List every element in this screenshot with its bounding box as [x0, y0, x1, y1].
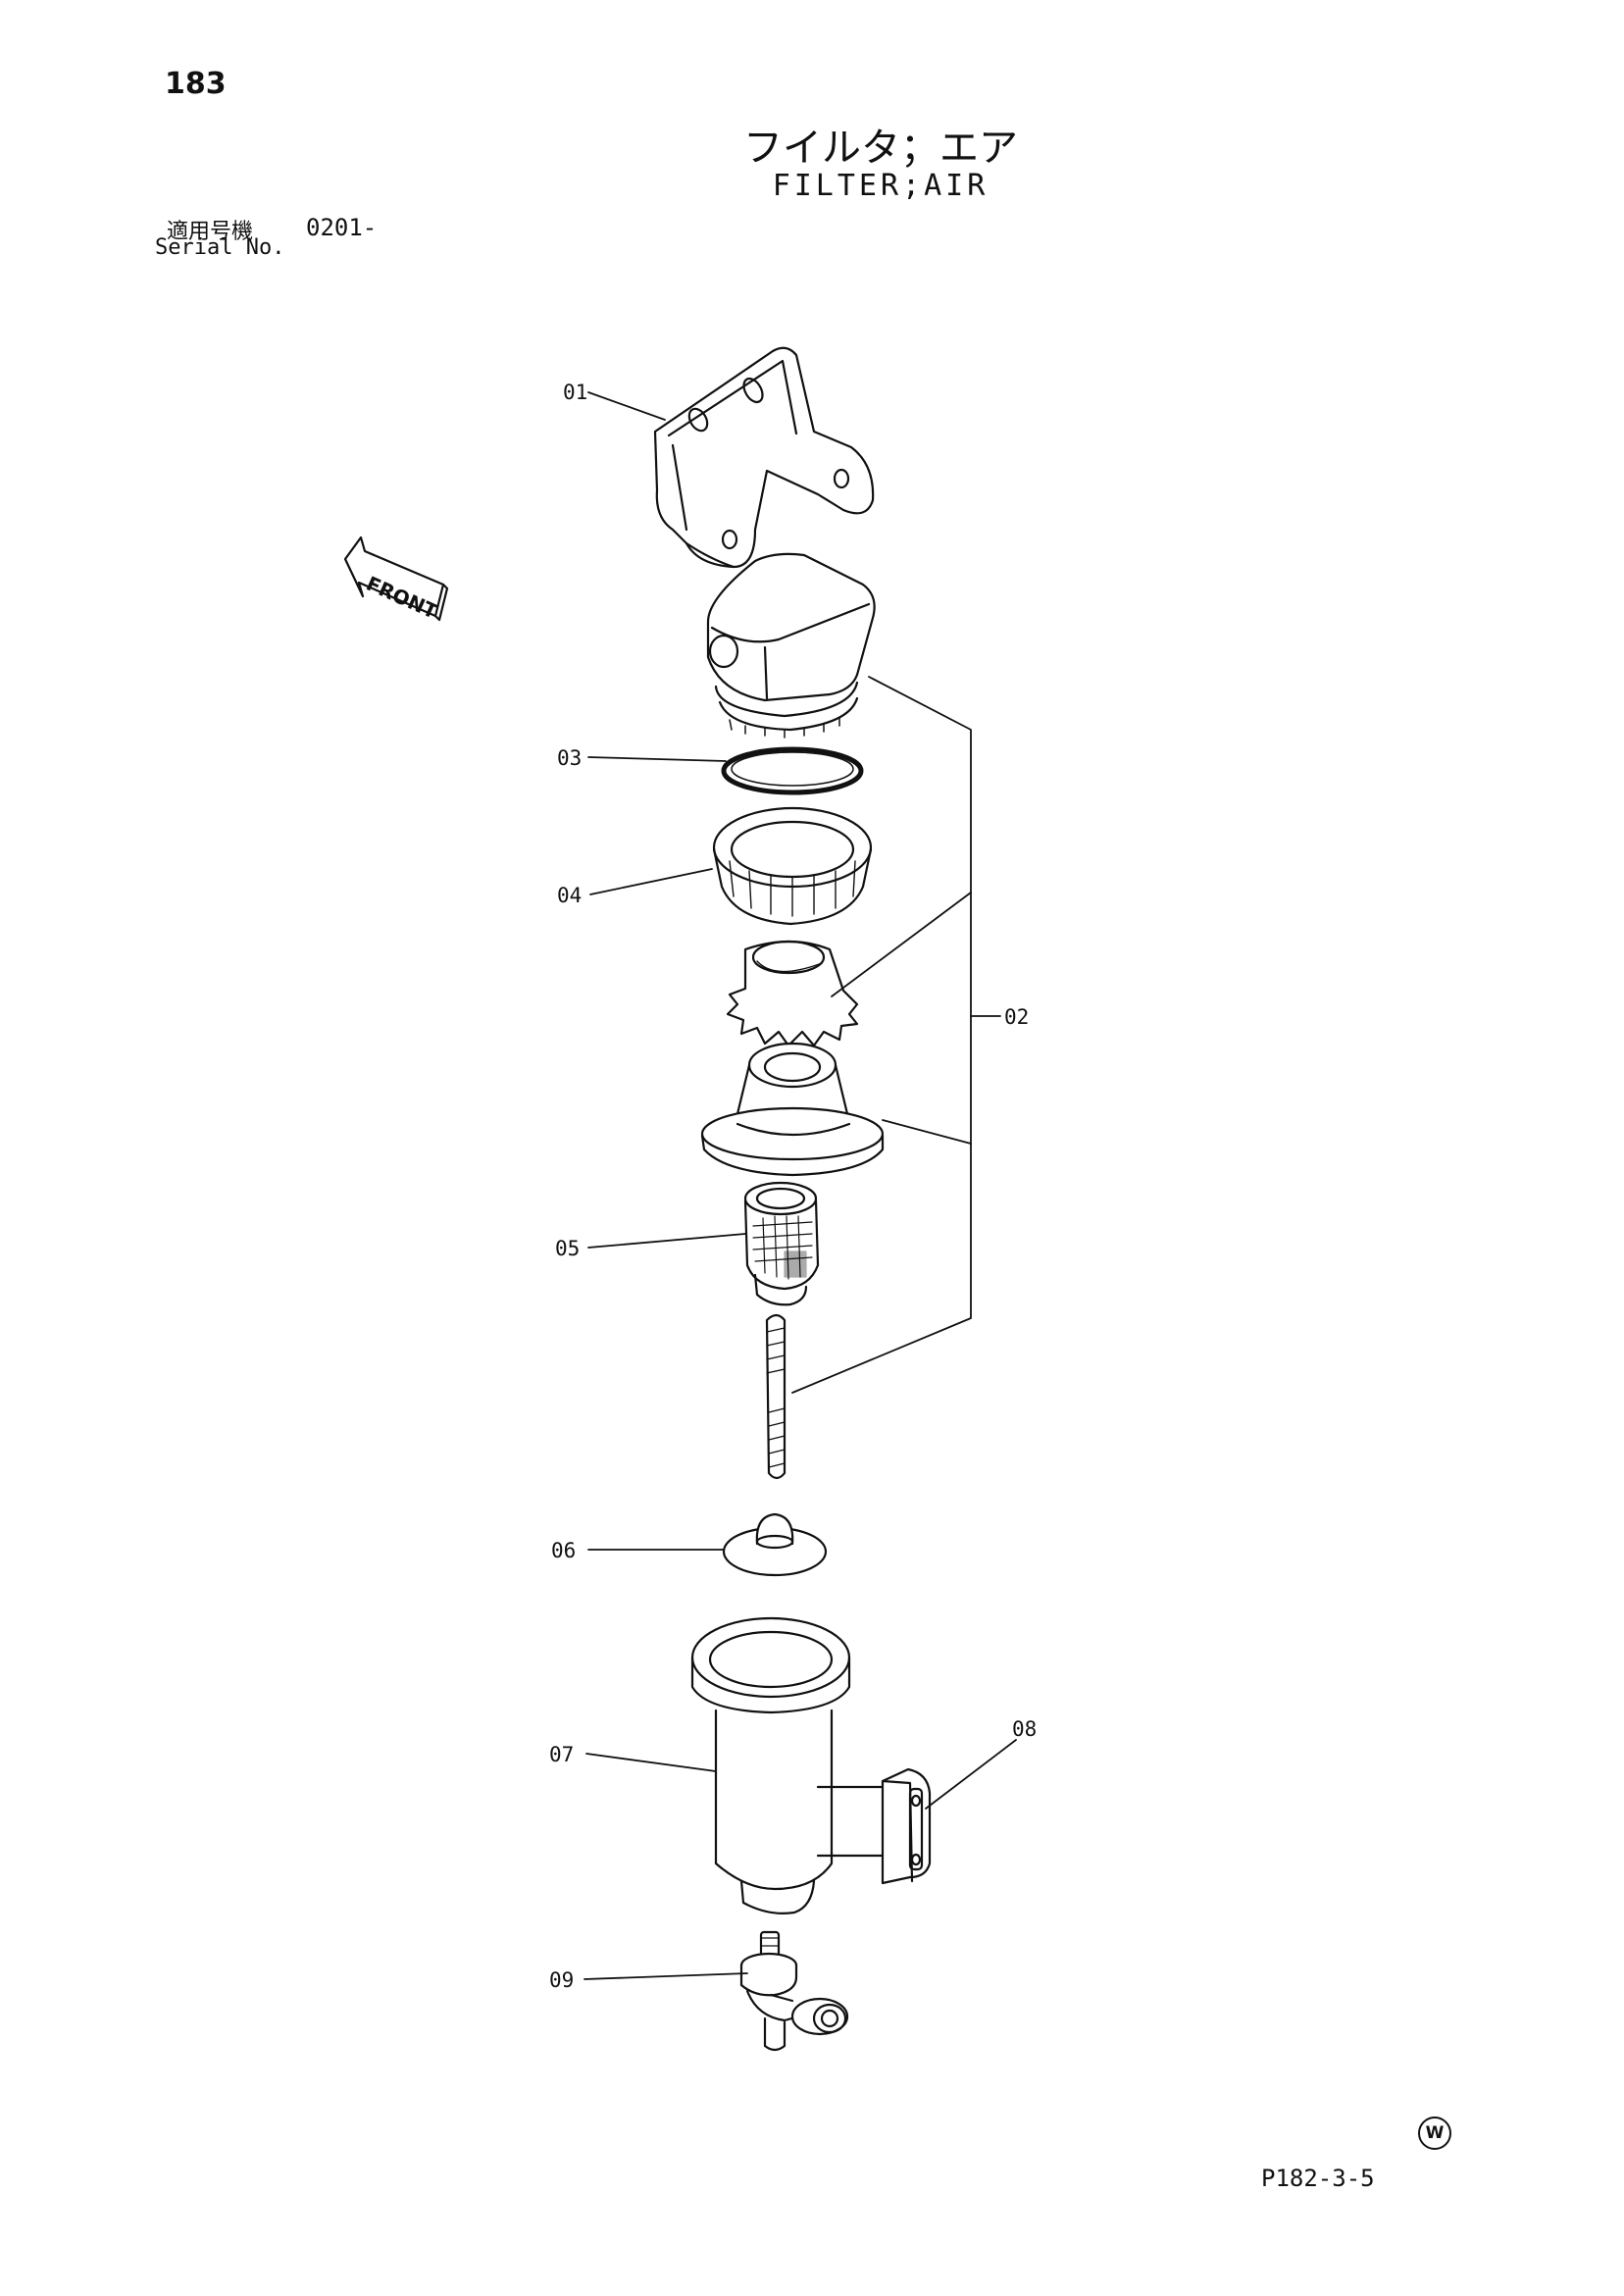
part-07-bowl [690, 1616, 888, 1914]
callout-07: 07 [549, 1743, 574, 1766]
callout-09: 09 [549, 1968, 574, 1992]
callout-06: 06 [551, 1539, 576, 1562]
manufacturer-mark: W [1418, 2117, 1451, 2150]
part-09-drain-cock [739, 1930, 849, 2052]
filter-mesh [752, 1215, 813, 1280]
part-05-filter-element [743, 1181, 820, 1306]
part-02-stud [765, 1313, 787, 1480]
callout-02: 02 [1004, 1005, 1029, 1029]
callout-04: 04 [557, 884, 582, 907]
part-08-sight-window [881, 1767, 932, 1885]
callout-05: 05 [555, 1237, 580, 1260]
part-02-baffle [700, 1042, 885, 1177]
part-03-o-ring [721, 746, 864, 795]
serial-label-jp: 適用号機 [167, 220, 254, 244]
page-number: 183 [165, 67, 227, 101]
part-02-group-line [791, 676, 1001, 1394]
front-arrow: FRONT [343, 536, 449, 624]
part-04-nut-ring [712, 806, 873, 926]
part-02-deflector [726, 940, 859, 1047]
part-02-head [706, 552, 876, 739]
page-title-jp: フイルタ；エア [743, 126, 1018, 171]
serial-label-en: Serial No. [155, 235, 285, 260]
callout-03: 03 [557, 746, 582, 770]
drawing-code: P182-3-5 [1261, 2165, 1375, 2192]
part-01-bracket [653, 346, 875, 569]
part-06-valve-disc [722, 1512, 828, 1577]
callout-01: 01 [563, 381, 587, 404]
callout-08: 08 [1012, 1717, 1037, 1741]
page-title-en: FILTER;AIR [772, 169, 990, 203]
leader-lines [584, 391, 1017, 1980]
serial-range: 0201- [306, 214, 378, 241]
